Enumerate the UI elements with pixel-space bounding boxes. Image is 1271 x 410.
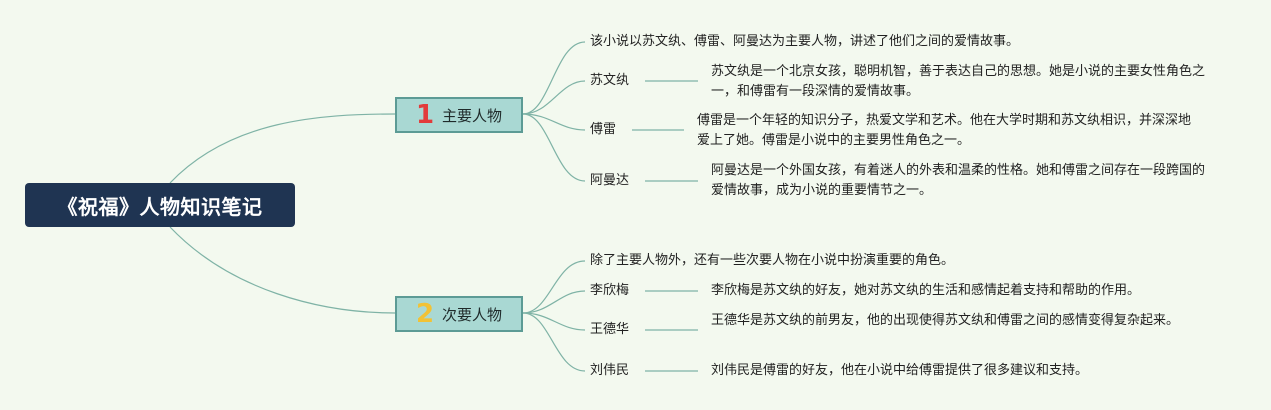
person-name: 刘伟民 — [590, 363, 630, 378]
person-name: 王德华 — [590, 322, 630, 337]
person-description: 刘伟民是傅雷的好友，他在小说中给傅雷提供了很多建议和支持。 — [711, 363, 1089, 378]
branch-summary: 该小说以苏文纨、傅雷、阿曼达为主要人物，讲述了他们之间的爱情故事。 — [590, 34, 1020, 49]
person-name: 李欣梅 — [590, 283, 630, 298]
root-title: 《祝福》人物知识笔记 — [57, 194, 263, 219]
person-description: 阿曼达是一个外国女孩，有着迷人的外表和温柔的性格。她和傅雷之间存在一段跨国的爱情… — [711, 163, 1206, 198]
root-topic[interactable]: 《祝福》人物知识笔记 — [25, 183, 295, 227]
branch-label: 次要人物 — [442, 305, 503, 324]
branch-label: 主要人物 — [442, 106, 503, 125]
branch-main-characters[interactable]: 1 主要人物 — [395, 97, 523, 133]
person-description: 傅雷是一个年轻的知识分子，热爱文学和艺术。他在大学时期和苏文纨相识，并深深地爱上… — [697, 113, 1192, 148]
person-name: 苏文纨 — [590, 73, 630, 88]
branch-number: 1 — [415, 100, 435, 130]
person-description: 李欣梅是苏文纨的好友，她对苏文纨的生活和感情起着支持和帮助的作用。 — [711, 283, 1141, 298]
branch-summary: 除了主要人物外，还有一些次要人物在小说中扮演重要的角色。 — [590, 253, 955, 268]
branch-number: 2 — [415, 299, 435, 329]
person-name: 阿曼达 — [590, 173, 630, 188]
person-description: 王德华是苏文纨的前男友，他的出现使得苏文纨和傅雷之间的感情变得复杂起来。 — [711, 313, 1180, 328]
person-description: 苏文纨是一个北京女孩，聪明机智，善于表达自己的思想。她是小说的主要女性角色之一，… — [711, 64, 1206, 99]
person-name: 傅雷 — [590, 122, 617, 137]
branch-secondary-characters[interactable]: 2 次要人物 — [395, 296, 523, 332]
